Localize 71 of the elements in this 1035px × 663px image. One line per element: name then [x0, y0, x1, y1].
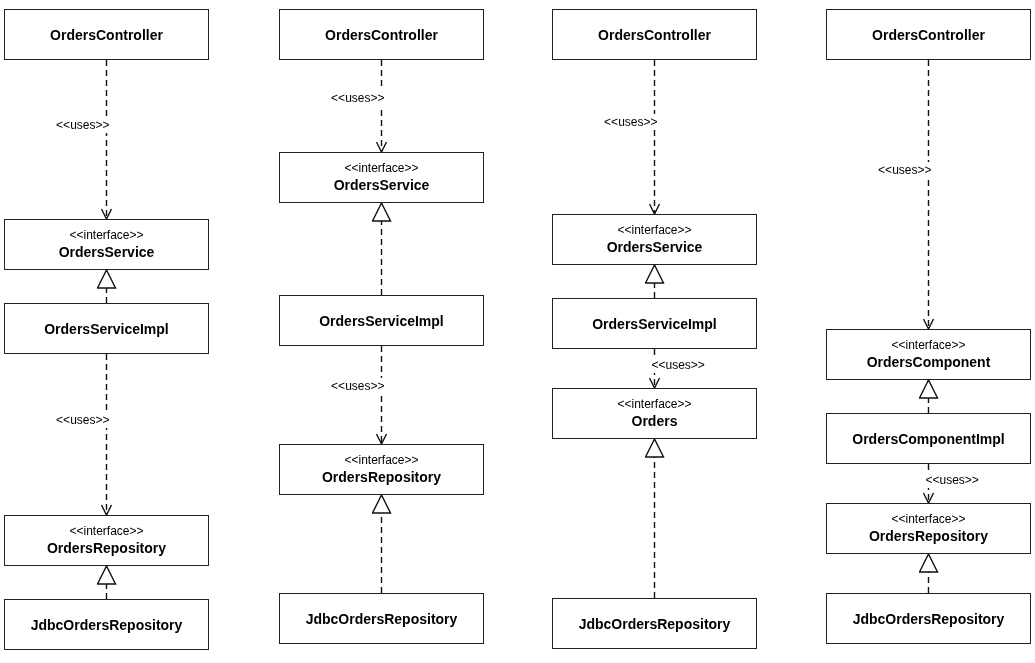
stereotype-label: <<interface>>	[344, 161, 419, 176]
class-box	[826, 413, 1031, 464]
dependency-arrow	[648, 348, 661, 389]
dependency-arrow	[644, 264, 665, 299]
class-name: OrdersRepository	[321, 468, 441, 486]
class-name: OrdersService	[58, 243, 155, 261]
class-box	[4, 599, 209, 650]
class-name: OrdersService	[606, 238, 703, 256]
class-name: OrdersServiceImpl	[44, 319, 169, 338]
class-name: OrdersServiceImpl	[319, 311, 444, 330]
class-name: JdbcOrdersRepository	[305, 609, 458, 628]
stereotype-label: <<interface>>	[69, 524, 144, 539]
dependency-arrow	[644, 438, 665, 599]
class-name: OrdersController	[872, 25, 985, 44]
class-name: OrdersComponentImpl	[852, 429, 1005, 448]
stereotype-label: <<interface>>	[891, 512, 966, 527]
dependency-arrow	[648, 59, 661, 215]
interface-box	[552, 388, 757, 439]
class-box	[826, 593, 1031, 644]
edge-label: <<uses>>	[924, 472, 980, 488]
edge-label: <<uses>>	[650, 357, 706, 373]
dependency-arrow	[371, 494, 392, 594]
class-box	[552, 298, 757, 349]
interface-box	[826, 503, 1031, 554]
interface-box	[826, 329, 1031, 380]
edge-label: <<uses>>	[330, 378, 386, 394]
interface-box	[4, 515, 209, 566]
class-name: JdbcOrdersRepository	[852, 609, 1005, 628]
edge-label: <<uses>>	[877, 162, 933, 178]
class-name: OrdersService	[333, 176, 430, 194]
class-box	[4, 303, 209, 354]
class-name: OrdersRepository	[868, 527, 988, 545]
stereotype-label: <<interface>>	[617, 223, 692, 238]
interface-box	[279, 444, 484, 495]
dependency-arrow	[100, 59, 113, 220]
class-box	[279, 295, 484, 346]
stereotype-label: <<interface>>	[891, 338, 966, 353]
dependency-arrow	[375, 59, 388, 153]
class-name: OrdersServiceImpl	[592, 314, 717, 333]
interface-box	[279, 152, 484, 203]
class-box	[826, 9, 1031, 60]
edge-label: <<uses>>	[330, 90, 386, 106]
class-name: JdbcOrdersRepository	[30, 615, 183, 634]
stereotype-label: <<interface>>	[344, 453, 419, 468]
class-box	[552, 598, 757, 649]
class-name: OrdersController	[50, 25, 163, 44]
dependency-arrow	[371, 202, 392, 296]
dependency-arrow	[375, 345, 388, 445]
class-name: OrdersController	[325, 25, 438, 44]
class-box	[4, 9, 209, 60]
dependency-arrow	[918, 379, 939, 414]
dependency-arrow	[96, 565, 117, 600]
dependency-arrow	[96, 269, 117, 304]
edge-label: <<uses>>	[55, 117, 111, 133]
stereotype-label: <<interface>>	[617, 397, 692, 412]
class-name: JdbcOrdersRepository	[578, 614, 731, 633]
class-box	[552, 9, 757, 60]
class-name: OrdersRepository	[46, 539, 166, 557]
dependency-arrow	[100, 353, 113, 516]
dependency-arrow	[922, 59, 935, 330]
interface-box	[552, 214, 757, 265]
dependency-arrow	[922, 463, 935, 504]
stereotype-label: <<interface>>	[69, 228, 144, 243]
class-name: OrdersComponent	[866, 353, 991, 371]
class-name: OrdersController	[598, 25, 711, 44]
dependency-arrow	[918, 553, 939, 594]
class-box	[279, 9, 484, 60]
interface-box	[4, 219, 209, 270]
class-name: Orders	[631, 412, 678, 430]
edge-label: <<uses>>	[55, 412, 111, 428]
class-box	[279, 593, 484, 644]
